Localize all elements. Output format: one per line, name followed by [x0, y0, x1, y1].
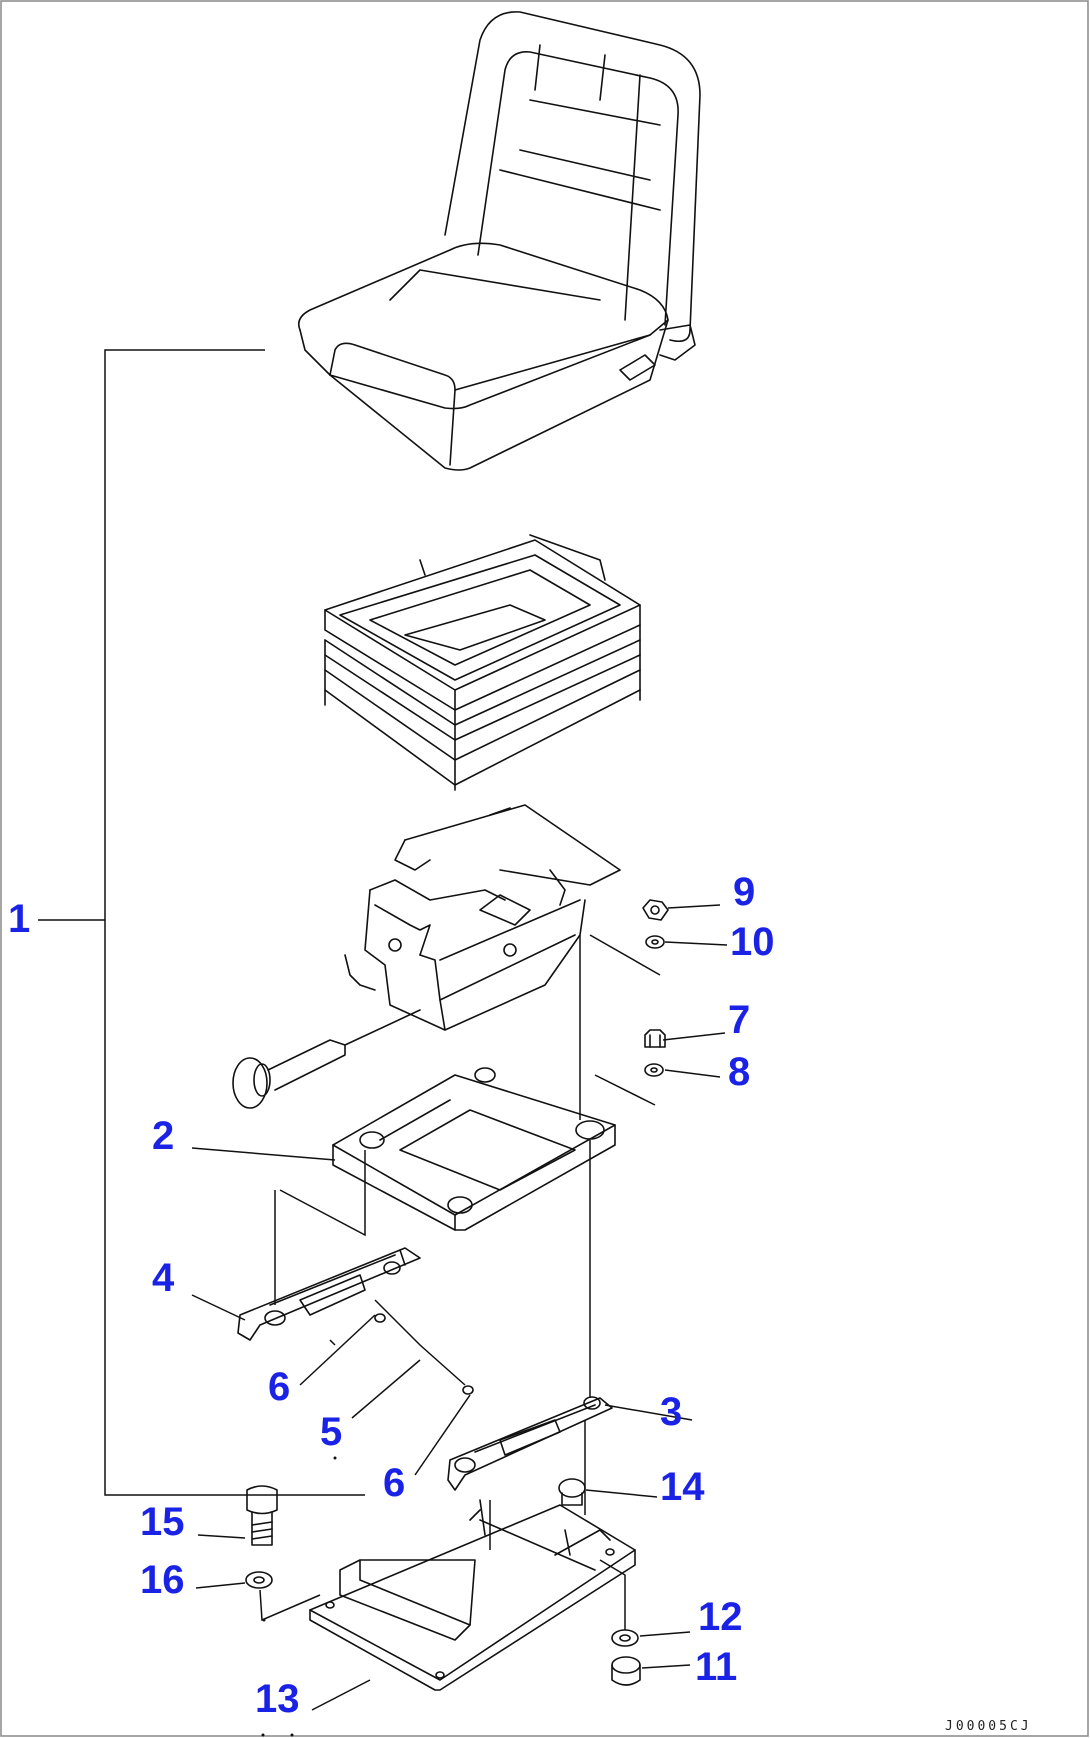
callout-3: 3	[660, 1390, 682, 1434]
callout-labels: 1 2 3 4 5 6 6 7 8 9 10 11 12 13 14 15 16	[8, 870, 775, 1721]
callout-6-lower: 6	[383, 1461, 405, 1505]
slide-rail-left	[237, 1247, 421, 1341]
assembly-lines	[259, 934, 661, 1630]
suspension-mechanism	[344, 804, 621, 1031]
callout-2: 2	[152, 1114, 174, 1158]
callout-15: 15	[140, 1500, 185, 1544]
adjust-knob-shaft	[232, 1009, 421, 1109]
callout-8: 8	[728, 1050, 750, 1094]
base-plate	[309, 1499, 636, 1691]
callout-14: 14	[660, 1465, 705, 1509]
tick-marks	[261, 1456, 337, 1737]
callout-16: 16	[140, 1558, 185, 1602]
callout-4: 4	[152, 1256, 175, 1300]
callout-5: 5	[320, 1410, 342, 1454]
mounting-plate	[332, 1067, 616, 1231]
callout-12: 12	[698, 1595, 743, 1639]
callout-leaders	[191, 904, 728, 1711]
suspension-bellows	[324, 534, 641, 791]
hardware-fasteners	[245, 899, 669, 1686]
callout-9: 9	[733, 870, 755, 914]
slide-rail-right	[447, 1396, 613, 1491]
callout-6-upper: 6	[268, 1365, 290, 1409]
callout-13: 13	[255, 1677, 300, 1721]
callout-7: 7	[728, 998, 750, 1042]
seat-cushion-backrest	[297, 11, 701, 471]
callout-11: 11	[695, 1645, 737, 1689]
assembly-bracket	[38, 349, 365, 1496]
callout-10: 10	[730, 920, 775, 964]
callout-1: 1	[8, 897, 30, 941]
drawing-code: J00005CJ	[945, 1719, 1032, 1734]
